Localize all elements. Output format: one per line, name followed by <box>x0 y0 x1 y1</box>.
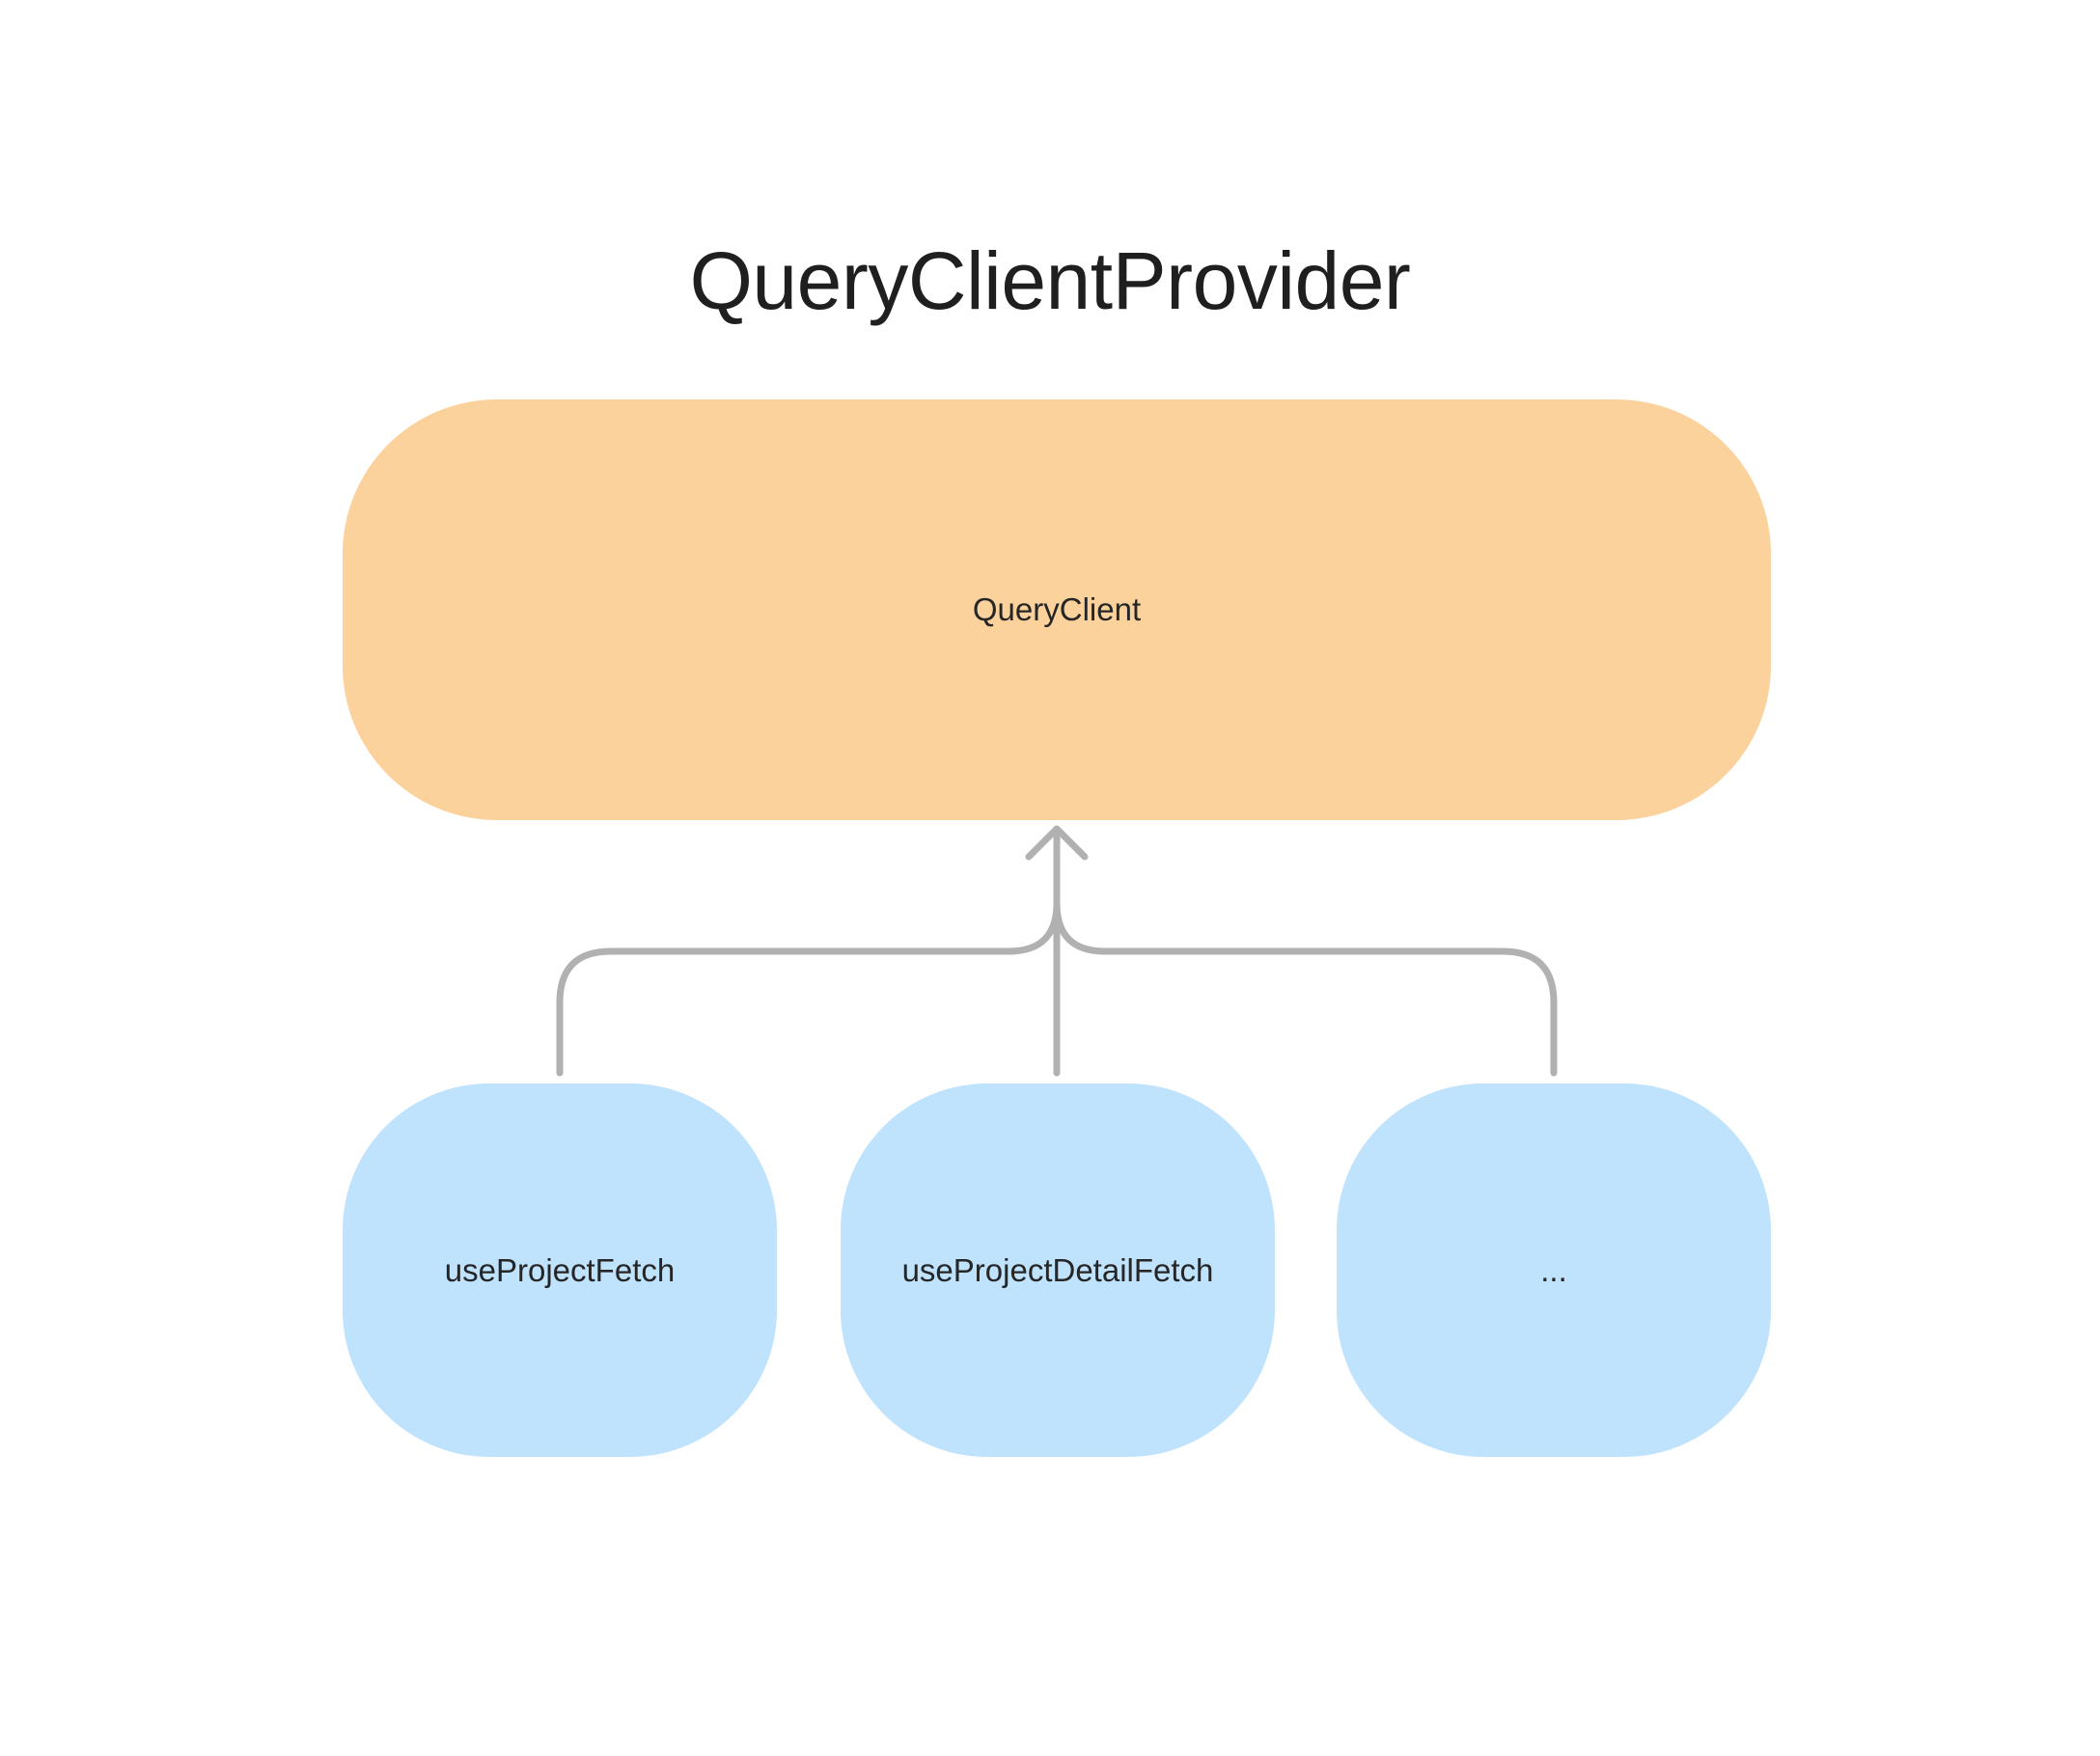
connector-left <box>556 899 1061 1077</box>
query-client-label: QueryClient <box>972 591 1142 627</box>
use-project-fetch-node: useProjectFetch <box>343 1084 777 1457</box>
use-project-detail-fetch-node: useProjectDetailFetch <box>841 1084 1275 1457</box>
use-project-detail-fetch-label: useProjectDetailFetch <box>901 1251 1214 1288</box>
diagram-title: QueryClientProvider <box>689 235 1411 326</box>
arrowhead-up-icon <box>1025 825 1089 861</box>
ellipsis-node: ... <box>1337 1084 1771 1457</box>
ellipsis-label: ... <box>1540 1251 1567 1288</box>
use-project-fetch-label: useProjectFetch <box>444 1251 676 1288</box>
connector-right <box>1053 899 1558 1077</box>
query-client-node: QueryClient <box>343 399 1771 820</box>
